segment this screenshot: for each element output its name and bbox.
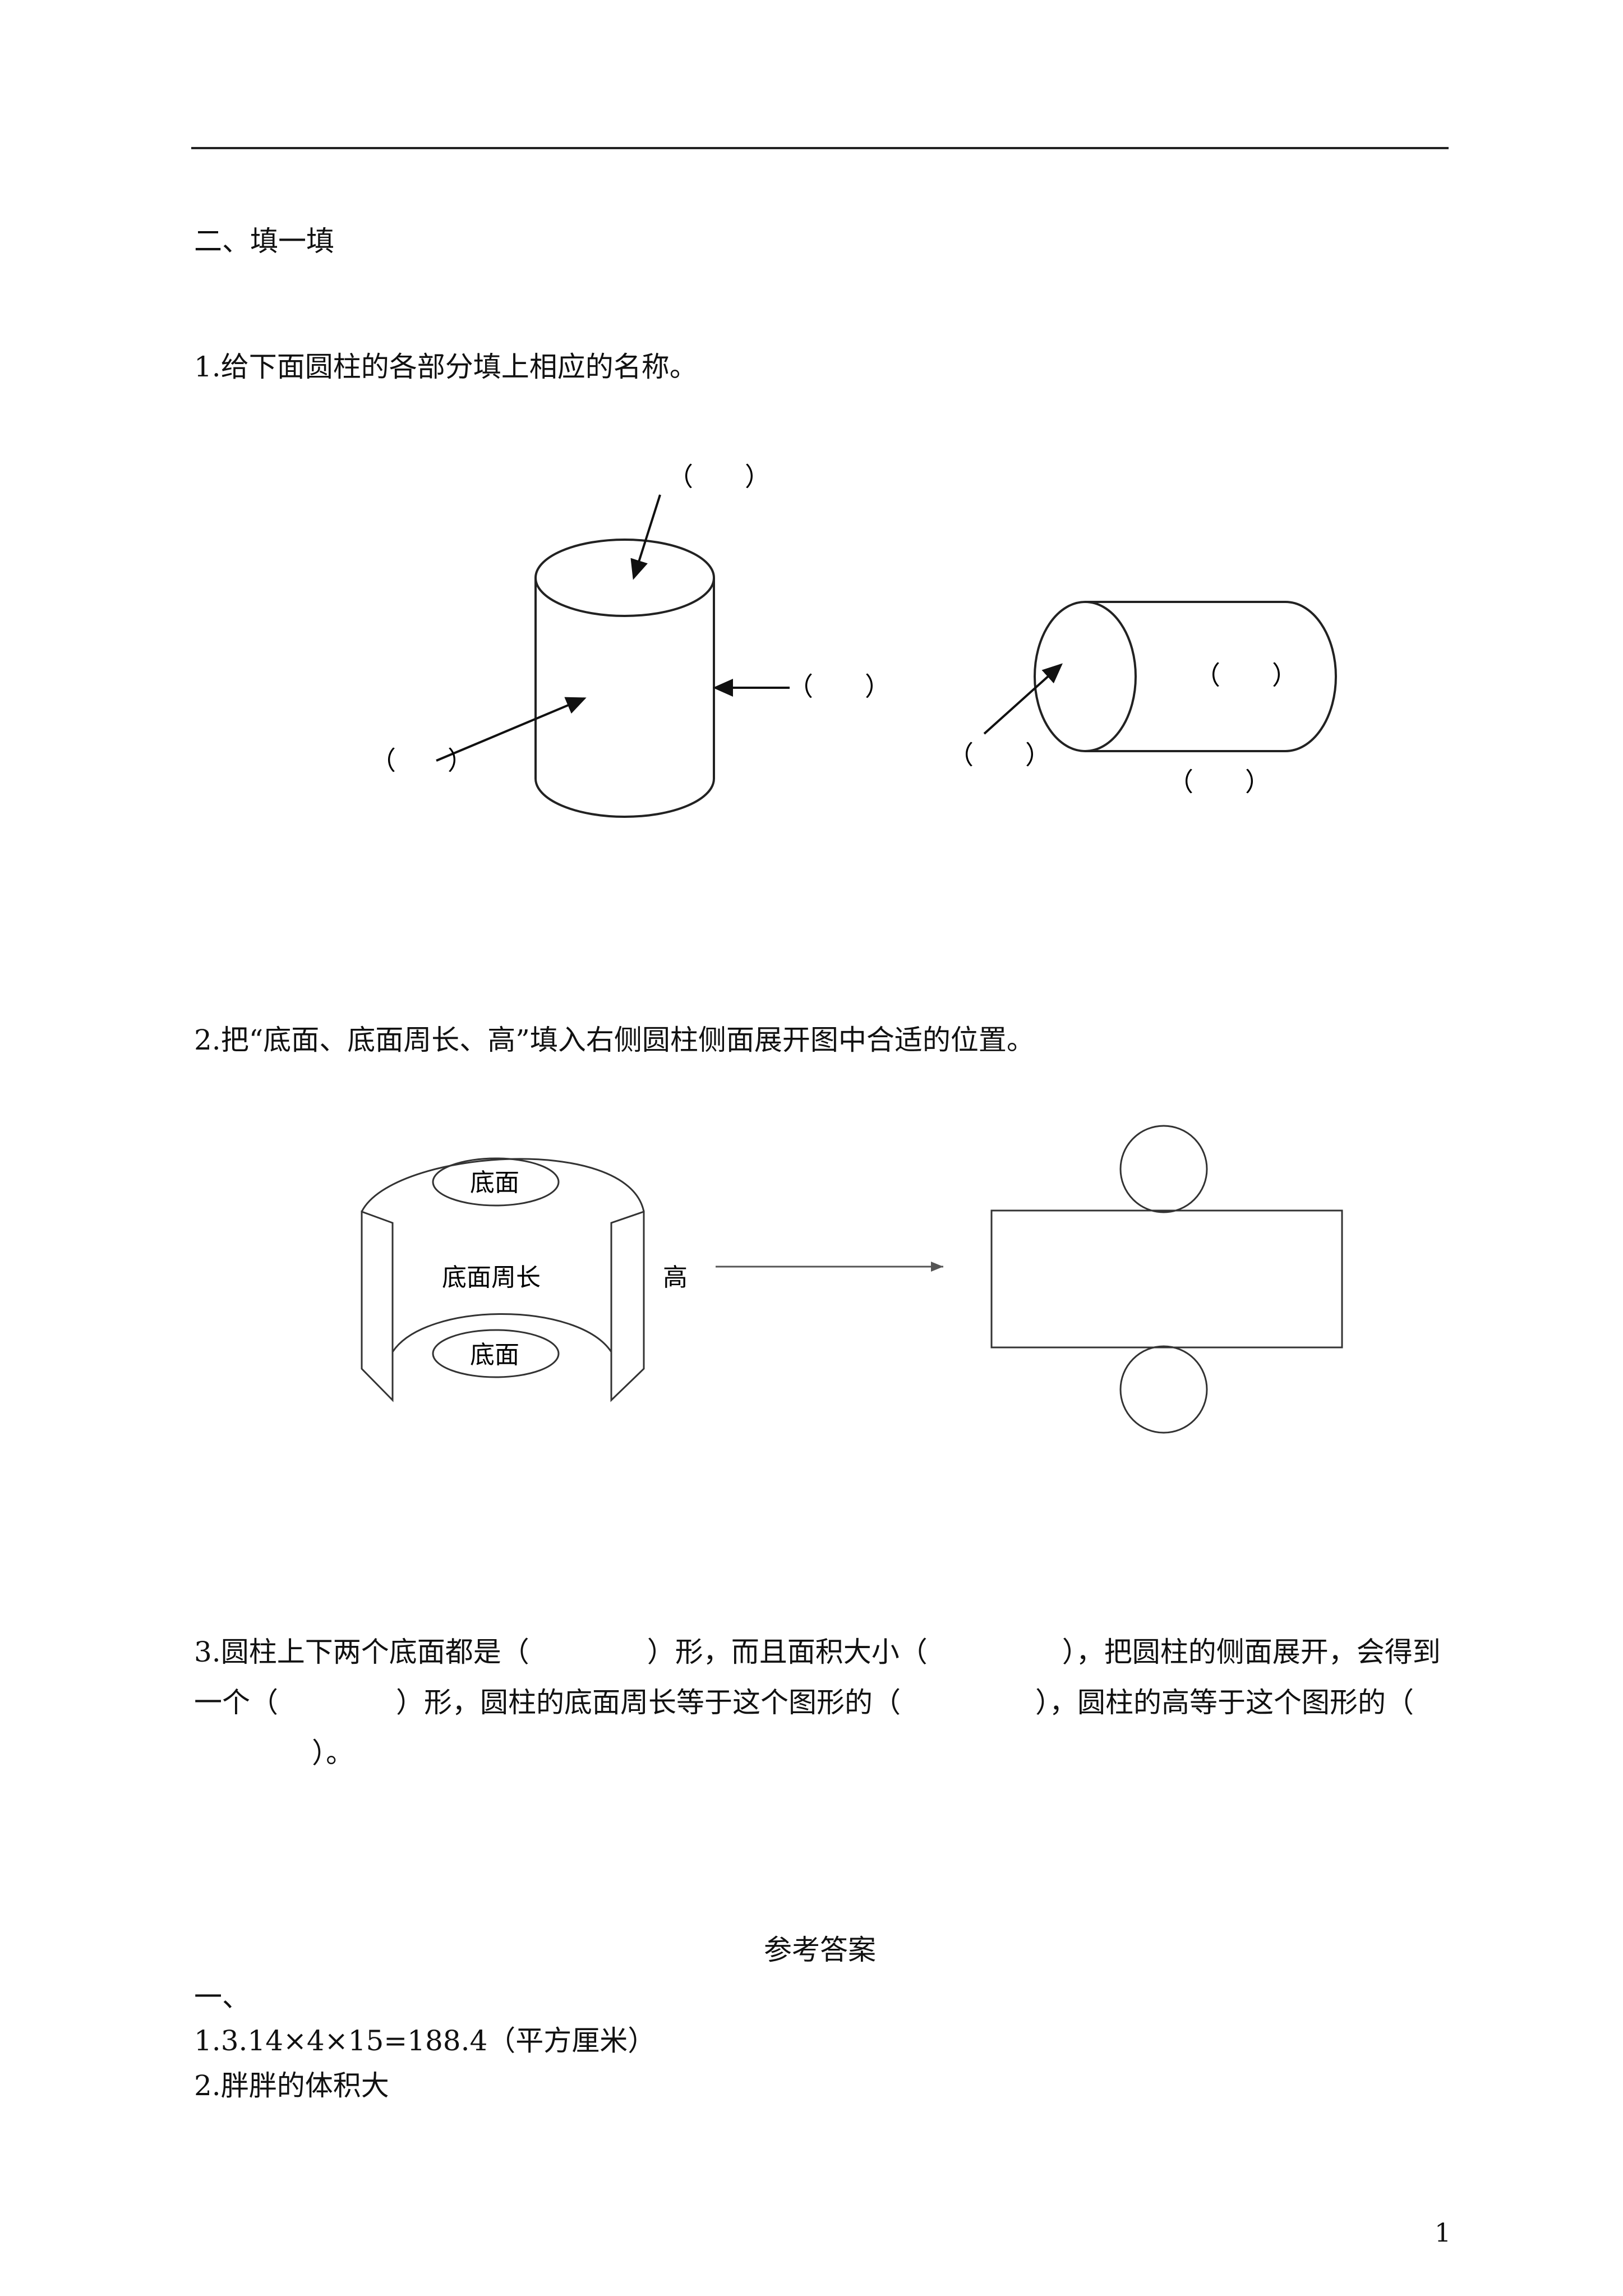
label-top-base: 底面 bbox=[470, 1168, 519, 1197]
label-bottom-base: 底面 bbox=[470, 1341, 519, 1369]
answer-line-1: 1.3.14×4×15=188.4（平方厘米） bbox=[194, 2024, 656, 2057]
header-rule bbox=[191, 147, 1449, 149]
label-height: 高 bbox=[663, 1263, 688, 1292]
blank-height: （ ） bbox=[1168, 767, 1271, 797]
bottom-base-ellipse bbox=[432, 1329, 560, 1378]
net-rectangle bbox=[990, 1209, 1343, 1349]
upright-cylinder bbox=[534, 539, 715, 818]
inner-arc bbox=[391, 1313, 612, 1352]
net-top-circle bbox=[1119, 1125, 1208, 1213]
blank-base: （ ） bbox=[948, 740, 1051, 770]
answers-title: 参考答案 bbox=[764, 1934, 876, 1966]
blank-right: （ ） bbox=[787, 671, 891, 702]
blank-left: （ ） bbox=[370, 746, 473, 776]
answer-line-2: 2.胖胖的体积大 bbox=[194, 2069, 389, 2102]
answers-heading: 一、 bbox=[194, 1981, 250, 2013]
arrow-base-face bbox=[983, 663, 1063, 735]
question-3-text: 3.圆柱上下两个底面都是（）形，而且面积大小（），把圆柱的侧面展开，会得到一个（… bbox=[194, 1636, 1441, 1769]
label-perimeter: 底面周长 bbox=[442, 1263, 541, 1292]
net-bottom-circle bbox=[1119, 1345, 1208, 1434]
blank-lateral: （ ） bbox=[1195, 660, 1298, 691]
question-2-text: 2.把“底面、底面周长、高”填入右侧圆柱侧面展开图中合适的位置。 bbox=[194, 1024, 1035, 1056]
left-panel bbox=[361, 1210, 394, 1402]
page-number: 1 bbox=[1435, 2217, 1451, 2248]
top-base-ellipse bbox=[432, 1157, 560, 1207]
arrow-side-surface bbox=[436, 697, 587, 762]
question-1-text: 1.给下面圆柱的各部分填上相应的名称。 bbox=[194, 351, 698, 383]
right-panel bbox=[610, 1210, 645, 1402]
section-title: 二、填一填 bbox=[194, 225, 334, 257]
horizontal-cylinder bbox=[1034, 601, 1337, 752]
arrow-top-base bbox=[630, 494, 661, 580]
blank-top: （ ） bbox=[667, 462, 771, 492]
